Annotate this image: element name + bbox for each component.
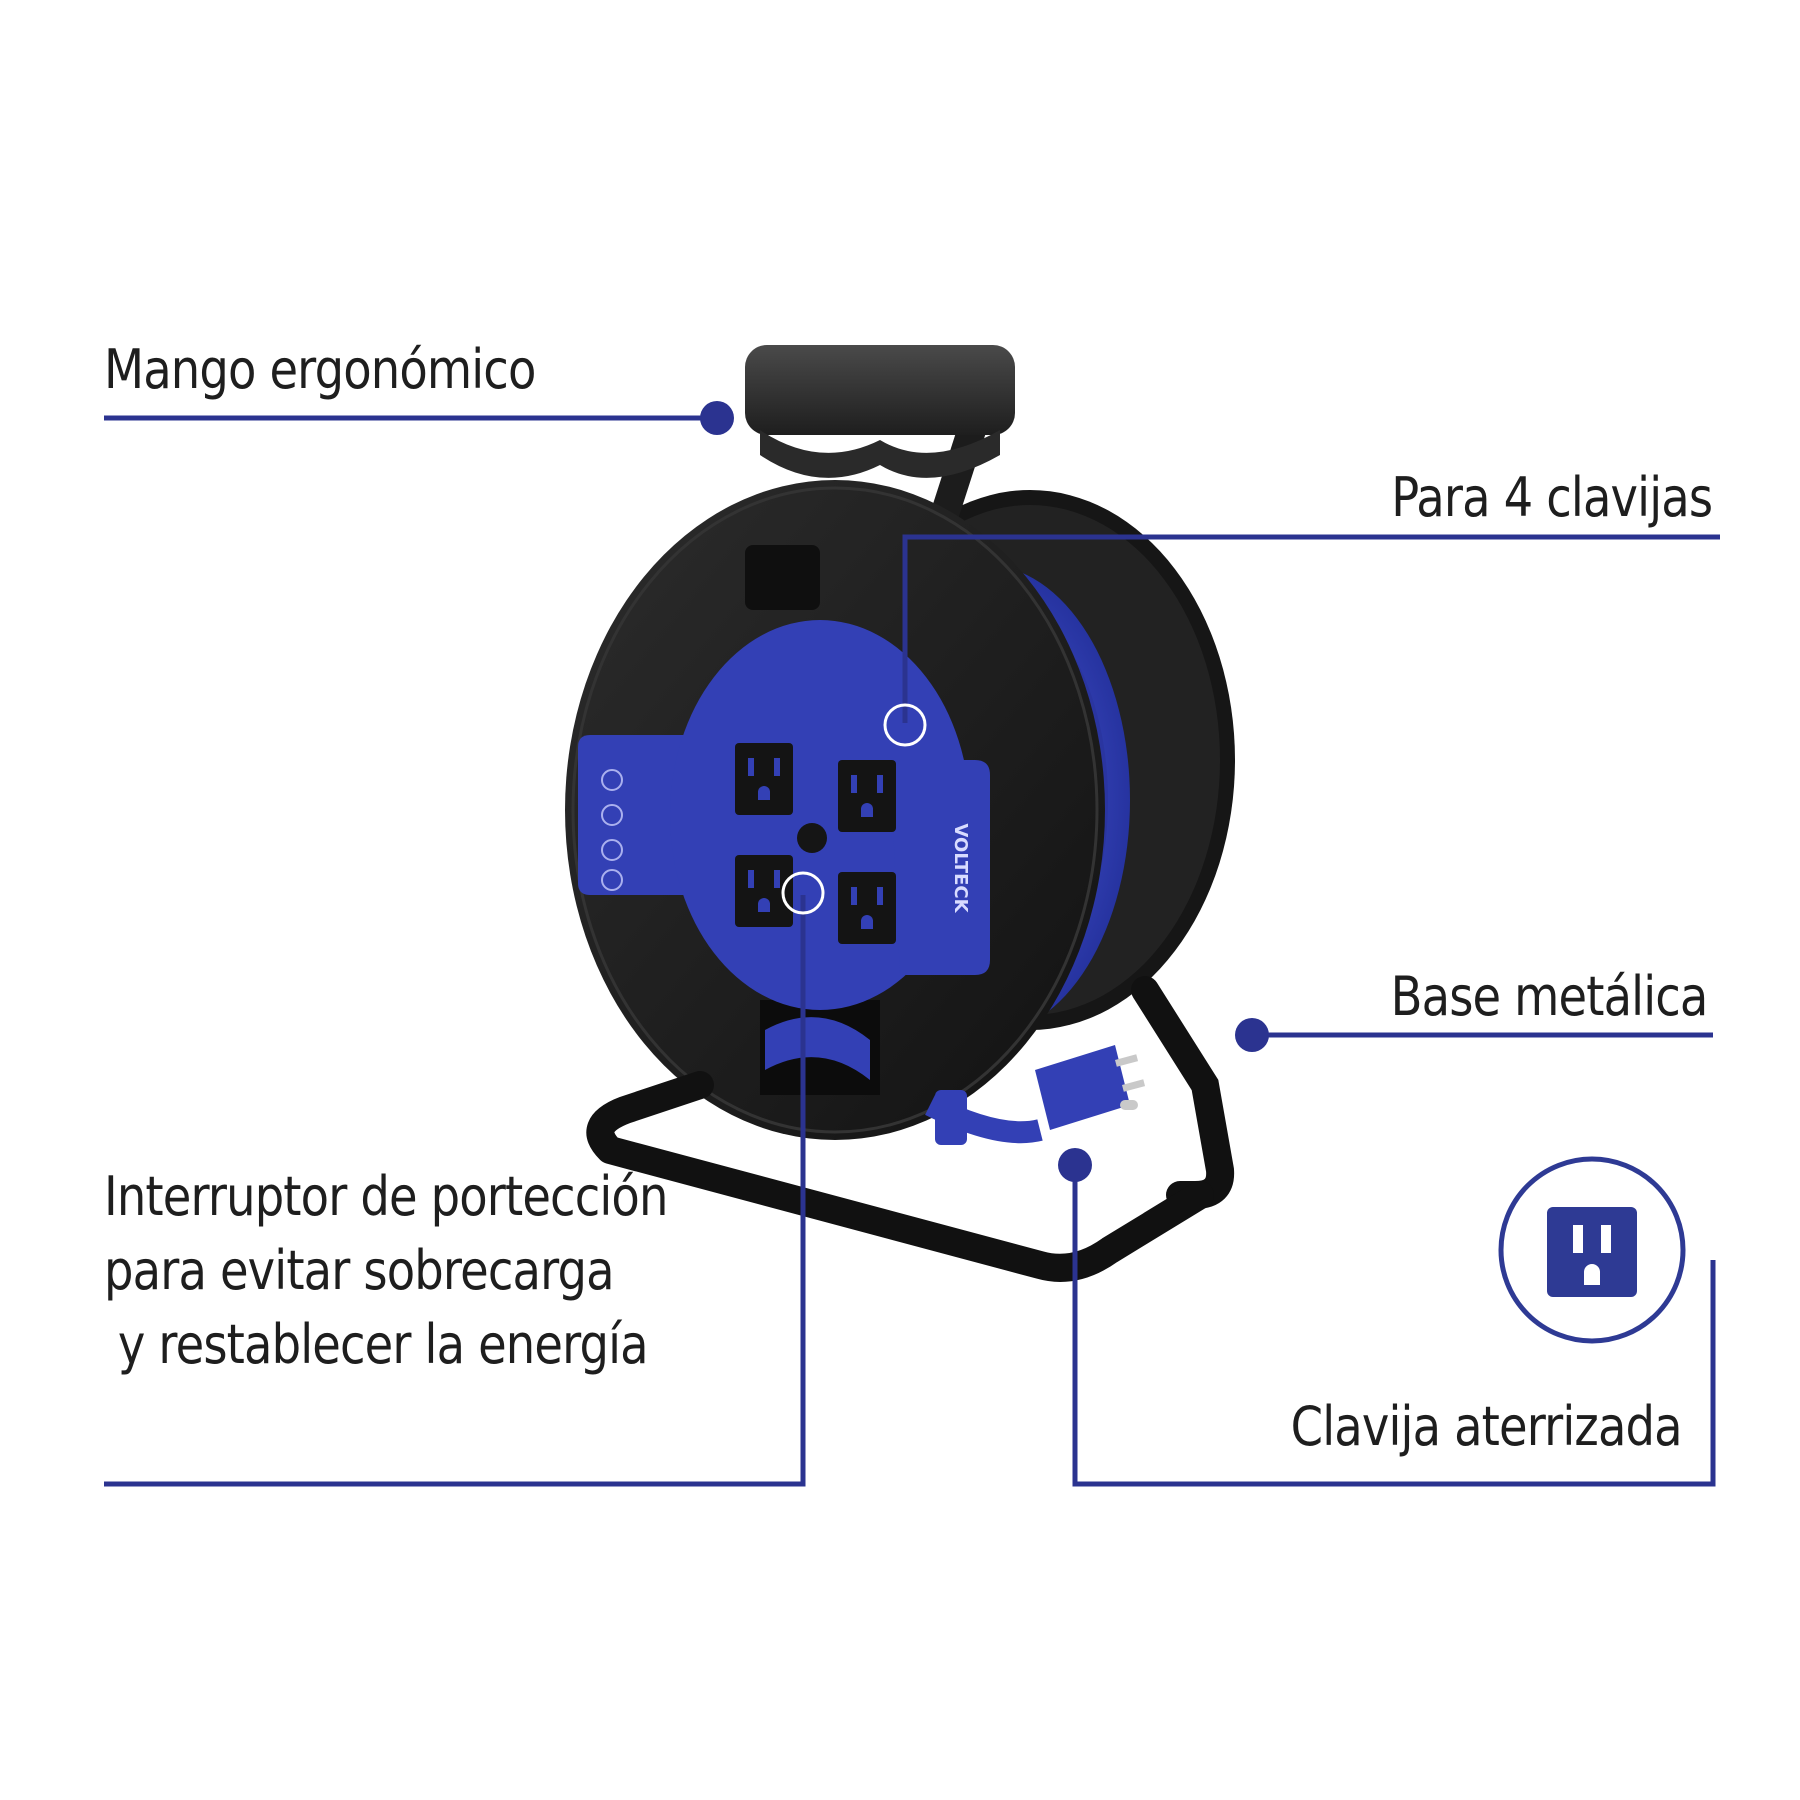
brand-label: VOLTECK <box>950 823 971 913</box>
callout-outlets-line <box>883 534 1720 747</box>
breaker-button <box>797 823 827 853</box>
grounded-outlet-icon <box>1498 1156 1686 1344</box>
callout-outlets-label: Para 4 clavijas <box>1391 466 1713 529</box>
callout-grounded-line <box>1058 1148 1716 1487</box>
grounded-plug <box>925 1045 1146 1145</box>
callout-breaker-line <box>104 871 825 1487</box>
outlet-top-right <box>838 760 896 832</box>
callout-handle-label: Mango ergonómico <box>104 338 536 401</box>
callout-grounded-label: Clavija aterrizada <box>1290 1395 1683 1458</box>
callout-base-label: Base metálica <box>1391 965 1709 1028</box>
metal-base <box>586 976 1235 1282</box>
outlet-bottom-left <box>735 855 793 927</box>
callout-breaker-line-1: Interruptor de portección <box>104 1165 668 1228</box>
callout-base-line <box>1235 1018 1713 1052</box>
callout-breaker-line-3: y restablecer la energía <box>104 1313 649 1376</box>
callout-breaker-label: Interruptor de portección para evitar so… <box>104 1160 804 1382</box>
callout-handle-line <box>104 401 734 435</box>
outlet-bottom-right <box>838 872 896 944</box>
outlet-top-left <box>735 743 793 815</box>
callout-breaker-line-2: para evitar sobrecarga <box>104 1239 615 1302</box>
